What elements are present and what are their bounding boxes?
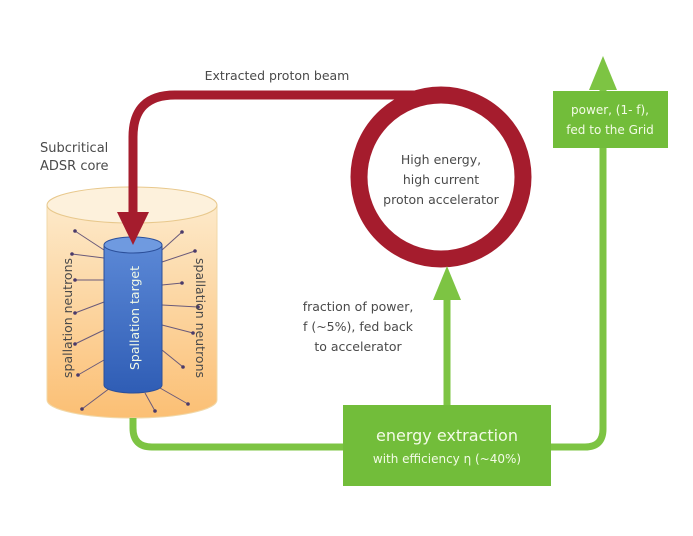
core-label-line1: Subcritical — [40, 141, 108, 156]
proton-beam-path — [128, 90, 441, 215]
grid-power-box — [553, 91, 668, 148]
accelerator-label-line1: High energy, — [401, 152, 481, 167]
neutron-arrowhead — [80, 407, 84, 411]
accelerator-label-line3: proton accelerator — [383, 192, 499, 207]
neutron-arrow — [161, 231, 183, 251]
grid-arrowhead — [589, 56, 617, 90]
neutron-arrow — [144, 392, 156, 412]
feedback-arrowhead — [433, 266, 461, 300]
feedback-label-line1: fraction of power, — [303, 299, 414, 314]
neutron-arrowhead — [196, 305, 200, 309]
neutron-arrow — [74, 230, 105, 251]
neutron-arrowhead — [191, 331, 195, 335]
neutron-arrowhead — [70, 252, 74, 256]
spallation-target-cylinder — [103, 236, 163, 394]
neutron-arrowhead — [193, 249, 197, 253]
neutron-arrowhead — [186, 402, 190, 406]
neutron-arrowhead — [153, 409, 157, 413]
neutrons-left-label: spallation neutrons — [60, 258, 75, 378]
energy-extraction-box — [343, 405, 551, 486]
extraction-to-grid-line — [550, 88, 607, 451]
neutron-arrow — [77, 359, 105, 376]
feedback-label-line3: to accelerator — [314, 339, 402, 354]
proton-beam-arrowhead — [117, 212, 149, 245]
grid-power-line1: power, (1- f), — [571, 103, 649, 117]
neutron-arrowhead — [181, 365, 185, 369]
neutron-arrowhead — [73, 229, 77, 233]
accelerator-label-line2: high current — [403, 172, 479, 187]
spallation-target-label: Spallation target — [127, 266, 142, 370]
neutron-arrowhead — [180, 230, 184, 234]
neutron-arrow — [161, 324, 194, 334]
neutron-arrowhead — [76, 373, 80, 377]
neutron-arrow — [81, 387, 111, 410]
neutron-arrowhead — [73, 311, 77, 315]
neutron-arrow — [71, 253, 105, 259]
neutron-arrow — [74, 301, 105, 314]
neutron-arrowhead — [73, 278, 77, 282]
core-to-extraction-line — [129, 418, 345, 451]
feedback-label-line2: f (~5%), fed back — [303, 319, 414, 334]
neutron-arrowhead — [180, 281, 184, 285]
neutron-arrow — [161, 250, 196, 263]
energy-extraction-efficiency: with efficiency η (~40%) — [373, 452, 521, 466]
energy-extraction-title: energy extraction — [376, 426, 518, 445]
neutron-arrowhead — [73, 342, 77, 346]
neutron-arrow — [74, 329, 105, 345]
neutron-arrow — [161, 282, 183, 286]
neutron-arrow — [161, 349, 184, 368]
neutron-arrows — [70, 229, 200, 413]
neutron-arrow — [161, 304, 199, 308]
neutron-arrow — [159, 387, 189, 405]
grid-power-line2: fed to the Grid — [566, 123, 654, 137]
beam-label: Extracted proton beam — [205, 68, 350, 83]
neutrons-right-label: spallation neutrons — [193, 258, 208, 378]
core-label-line2: ADSR core — [40, 159, 108, 174]
